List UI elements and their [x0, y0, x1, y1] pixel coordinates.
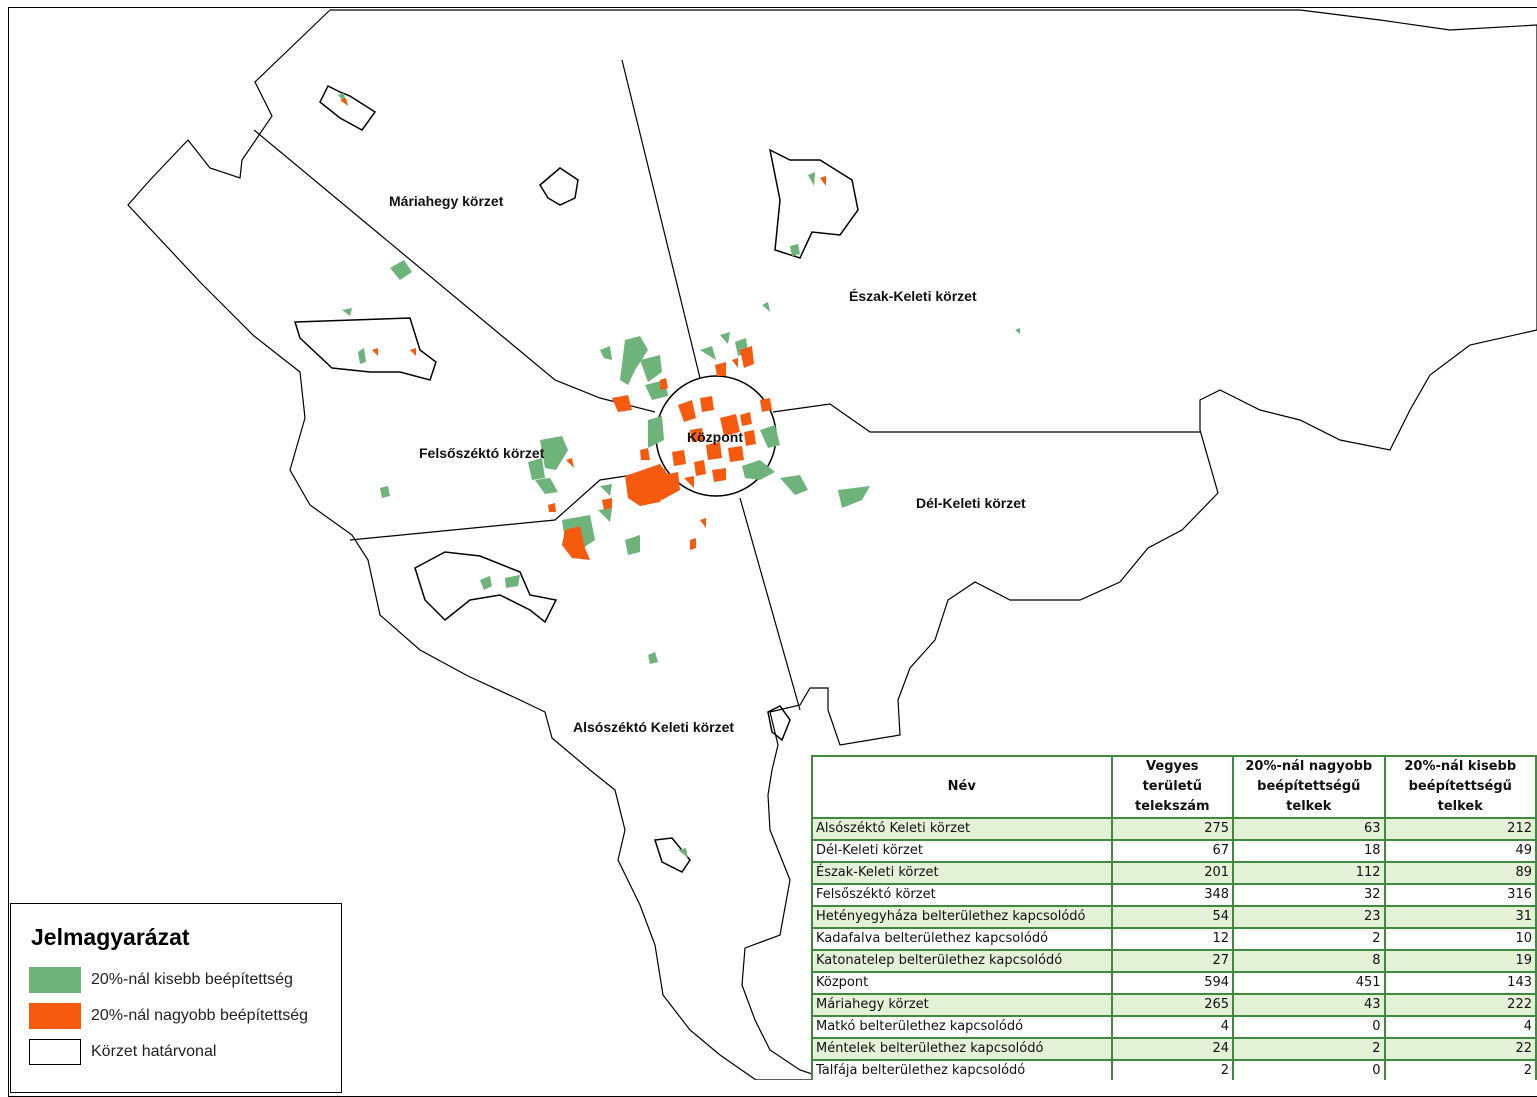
- cell-name: Dél-Keleti körzet: [811, 839, 1113, 863]
- outline-swatch-icon: [29, 1039, 81, 1065]
- cell-below: 89: [1383, 861, 1537, 885]
- cell-name: Talfája belterülethez kapcsolódó: [811, 1059, 1113, 1080]
- cell-above: 18: [1232, 839, 1386, 863]
- district-label-kozpont: Központ: [687, 429, 743, 445]
- cell-name: Alsószéktó Keleti körzet: [811, 817, 1113, 841]
- cell-name: Matkó belterülethez kapcsolódó: [811, 1015, 1113, 1039]
- cell-above: 43: [1232, 993, 1386, 1017]
- cell-mixed: 201: [1110, 861, 1235, 885]
- city-boundary: [127, 9, 1537, 1080]
- header-mixed: Vegyes területű telekszám: [1110, 755, 1235, 819]
- cell-above: 2: [1232, 1037, 1386, 1061]
- legend: Jelmagyarázat 20%-nál kisebb beépítettsé…: [10, 903, 342, 1093]
- legend-label: Körzet határvonal: [91, 1043, 217, 1060]
- cell-name: Felsőszéktó körzet: [811, 883, 1113, 907]
- header-below: 20%-nál kisebb beépítettségű telkek: [1383, 755, 1537, 819]
- cell-below: 49: [1383, 839, 1537, 863]
- cell-name: Kadafalva belterülethez kapcsolódó: [811, 927, 1113, 951]
- district-label-eszak-keleti: Észak-Keleti körzet: [849, 288, 977, 304]
- cell-below: 19: [1383, 949, 1537, 973]
- cell-below: 31: [1383, 905, 1537, 929]
- header-below-line1: 20%-nál kisebb: [1404, 759, 1517, 774]
- header-above: 20%-nál nagyobb beépítettségű telkek: [1232, 755, 1386, 819]
- district-label-felsoszekto: Felsőszéktó körzet: [419, 445, 545, 461]
- header-mixed-line1: Vegyes területű: [1142, 759, 1203, 794]
- district-label-mariahegy: Máriahegy körzet: [389, 193, 504, 209]
- stats-table: Név Vegyes területű telekszám 20%-nál na…: [811, 755, 1537, 1080]
- cell-below: 143: [1383, 971, 1537, 995]
- cell-mixed: 4: [1110, 1015, 1235, 1039]
- cell-below: 4: [1383, 1015, 1537, 1039]
- cell-mixed: 27: [1110, 949, 1235, 973]
- cell-below: 10: [1383, 927, 1537, 951]
- orange-swatch-icon: [29, 1003, 81, 1029]
- settlement-outlines: [293, 84, 859, 873]
- cell-above: 23: [1232, 905, 1386, 929]
- cell-name: Központ: [811, 971, 1113, 995]
- header-name: Név: [811, 755, 1113, 819]
- cell-name: Máriahegy körzet: [811, 993, 1113, 1017]
- cell-above: 451: [1232, 971, 1386, 995]
- legend-label: 20%-nál nagyobb beépítettség: [91, 1007, 309, 1024]
- cell-name: Észak-Keleti körzet: [811, 861, 1113, 885]
- cell-above: 0: [1232, 1059, 1386, 1080]
- header-above-line2: beépítettségű telkek: [1257, 779, 1361, 814]
- cell-name: Katonatelep belterülethez kapcsolódó: [811, 949, 1113, 973]
- cell-below: 316: [1383, 883, 1537, 907]
- cell-below: 212: [1383, 817, 1537, 841]
- legend-item-low-density: 20%-nál kisebb beépítettség: [29, 966, 293, 994]
- cell-above: 63: [1232, 817, 1386, 841]
- legend-title: Jelmagyarázat: [31, 924, 190, 950]
- cell-mixed: 594: [1110, 971, 1235, 995]
- legend-item-boundary: Körzet határvonal: [29, 1038, 216, 1066]
- cell-name: Méntelek belterülethez kapcsolódó: [811, 1037, 1113, 1061]
- legend-label: 20%-nál kisebb beépítettség: [91, 971, 293, 988]
- district-lines: [253, 59, 1200, 711]
- cell-mixed: 67: [1110, 839, 1235, 863]
- cell-mixed: 348: [1110, 883, 1235, 907]
- cell-mixed: 275: [1110, 817, 1235, 841]
- cell-above: 0: [1232, 1015, 1386, 1039]
- cell-mixed: 2: [1110, 1059, 1235, 1080]
- header-below-line2: beépítettségű telkek: [1408, 779, 1512, 814]
- header-above-line1: 20%-nál nagyobb: [1245, 759, 1373, 774]
- cell-above: 2: [1232, 927, 1386, 951]
- cell-below: 2: [1383, 1059, 1537, 1080]
- green-swatch-icon: [29, 967, 81, 993]
- cell-name: Hetényegyháza belterülethez kapcsolódó: [811, 905, 1113, 929]
- cell-below: 22: [1383, 1037, 1537, 1061]
- cell-below: 222: [1383, 993, 1537, 1017]
- stats-table-container: Név Vegyes területű telekszám 20%-nál na…: [811, 755, 1537, 1080]
- cell-mixed: 12: [1110, 927, 1235, 951]
- cell-mixed: 54: [1110, 905, 1235, 929]
- header-mixed-line2: telekszám: [1135, 799, 1210, 814]
- district-label-alsoszekto: Alsószéktó Keleti körzet: [573, 719, 735, 735]
- high-density-parcels: [340, 98, 826, 560]
- cell-above: 8: [1232, 949, 1386, 973]
- table-header-row: Név Vegyes területű telekszám 20%-nál na…: [811, 755, 1537, 819]
- district-label-del-keleti: Dél-Keleti körzet: [916, 495, 1026, 511]
- cell-mixed: 265: [1110, 993, 1235, 1017]
- cell-above: 32: [1232, 883, 1386, 907]
- cell-mixed: 24: [1110, 1037, 1235, 1061]
- cell-above: 112: [1232, 861, 1386, 885]
- legend-item-high-density: 20%-nál nagyobb beépítettség: [29, 1002, 308, 1030]
